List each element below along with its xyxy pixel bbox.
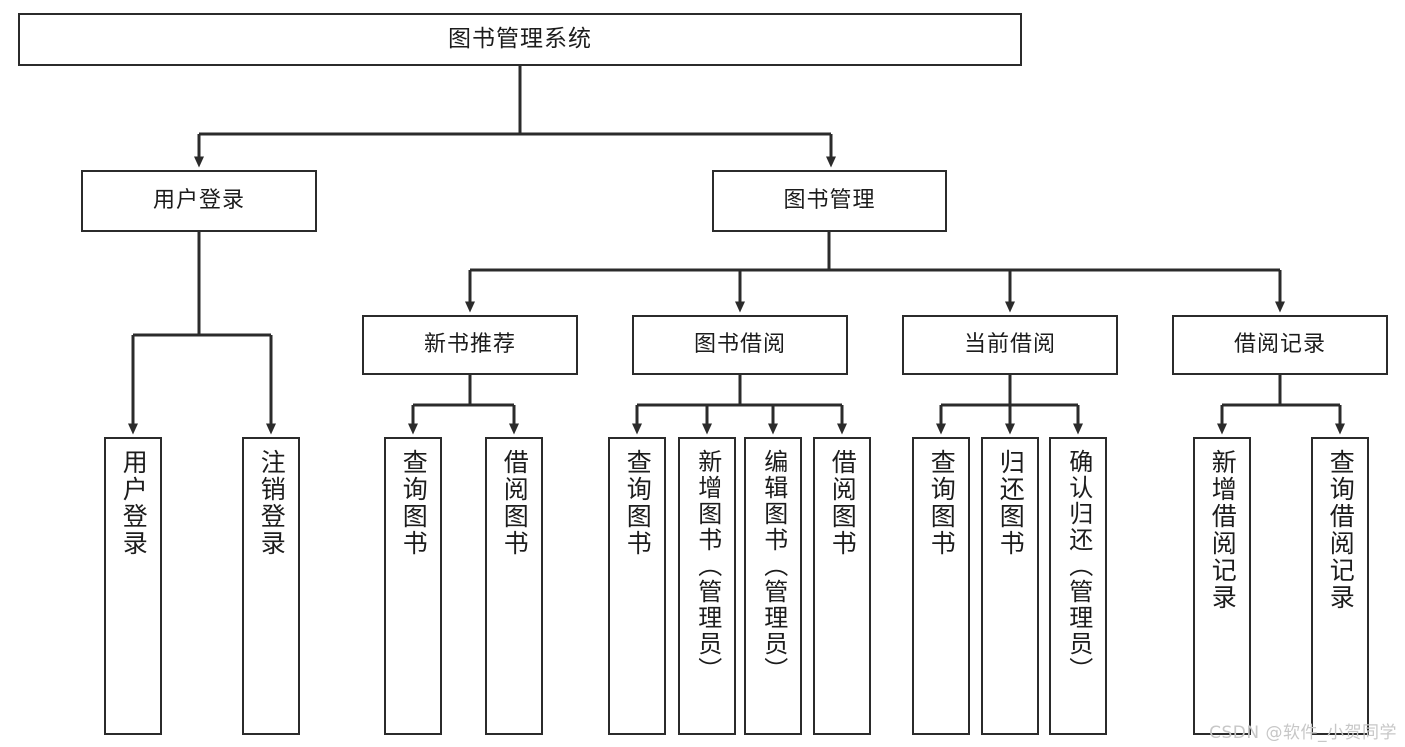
node-label: 注销登录 bbox=[257, 449, 287, 557]
node-label: 查询图书 bbox=[399, 449, 429, 557]
leaf-confirm-return-admin[interactable]: 确认归还（管理员） bbox=[1049, 437, 1107, 735]
node-root-library-management-system[interactable]: 图书管理系统 bbox=[18, 13, 1022, 66]
node-label: 用户登录 bbox=[119, 449, 149, 557]
node-label: 新增借阅记录 bbox=[1208, 449, 1238, 611]
leaf-return-book[interactable]: 归还图书 bbox=[981, 437, 1039, 735]
leaf-add-book-admin[interactable]: 新增图书（管理员） bbox=[678, 437, 736, 735]
node-borrow-record[interactable]: 借阅记录 bbox=[1172, 315, 1388, 375]
node-label: 图书管理 bbox=[783, 188, 876, 214]
csdn-watermark: CSDN @软件_小贺同学 bbox=[1209, 723, 1397, 743]
node-label: 新增图书（管理员） bbox=[693, 449, 722, 683]
leaf-edit-book-admin[interactable]: 编辑图书（管理员） bbox=[744, 437, 802, 735]
node-label: 查询图书 bbox=[623, 449, 653, 557]
node-label: 借阅图书 bbox=[500, 449, 530, 557]
node-label: 归还图书 bbox=[996, 449, 1026, 557]
leaf-user-login[interactable]: 用户登录 bbox=[104, 437, 162, 735]
leaf-add-borrow-record[interactable]: 新增借阅记录 bbox=[1193, 437, 1251, 735]
leaf-query-book-recommend[interactable]: 查询图书 bbox=[384, 437, 442, 735]
node-label: 借阅图书 bbox=[828, 449, 858, 557]
node-label: 查询图书 bbox=[927, 449, 957, 557]
leaf-logout[interactable]: 注销登录 bbox=[242, 437, 300, 735]
leaf-query-book-borrow[interactable]: 查询图书 bbox=[608, 437, 666, 735]
node-current-borrow[interactable]: 当前借阅 bbox=[902, 315, 1118, 375]
node-label: 编辑图书（管理员） bbox=[759, 449, 788, 683]
leaf-borrow-book-recommend[interactable]: 借阅图书 bbox=[485, 437, 543, 735]
node-label: 图书管理系统 bbox=[448, 25, 592, 52]
node-label: 新书推荐 bbox=[423, 332, 516, 358]
node-label: 当前借阅 bbox=[963, 332, 1056, 358]
node-label: 借阅记录 bbox=[1233, 332, 1326, 358]
leaf-query-borrow-record[interactable]: 查询借阅记录 bbox=[1311, 437, 1369, 735]
leaf-borrow-book[interactable]: 借阅图书 bbox=[813, 437, 871, 735]
node-label: 确认归还（管理员） bbox=[1064, 449, 1093, 683]
node-user-login[interactable]: 用户登录 bbox=[81, 170, 317, 232]
leaf-query-book-current[interactable]: 查询图书 bbox=[912, 437, 970, 735]
node-book-management[interactable]: 图书管理 bbox=[712, 170, 947, 232]
node-label: 用户登录 bbox=[152, 188, 245, 214]
node-label: 图书借阅 bbox=[693, 332, 786, 358]
node-label: 查询借阅记录 bbox=[1326, 449, 1356, 611]
node-new-book-recommend[interactable]: 新书推荐 bbox=[362, 315, 578, 375]
node-book-borrow[interactable]: 图书借阅 bbox=[632, 315, 848, 375]
